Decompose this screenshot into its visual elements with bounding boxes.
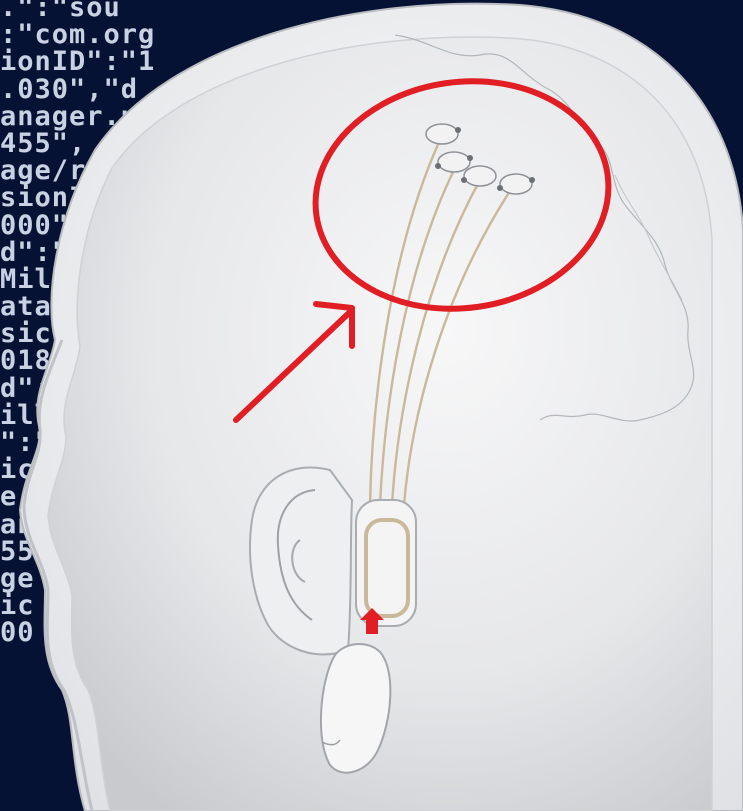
implant-device-icon [356, 500, 416, 626]
